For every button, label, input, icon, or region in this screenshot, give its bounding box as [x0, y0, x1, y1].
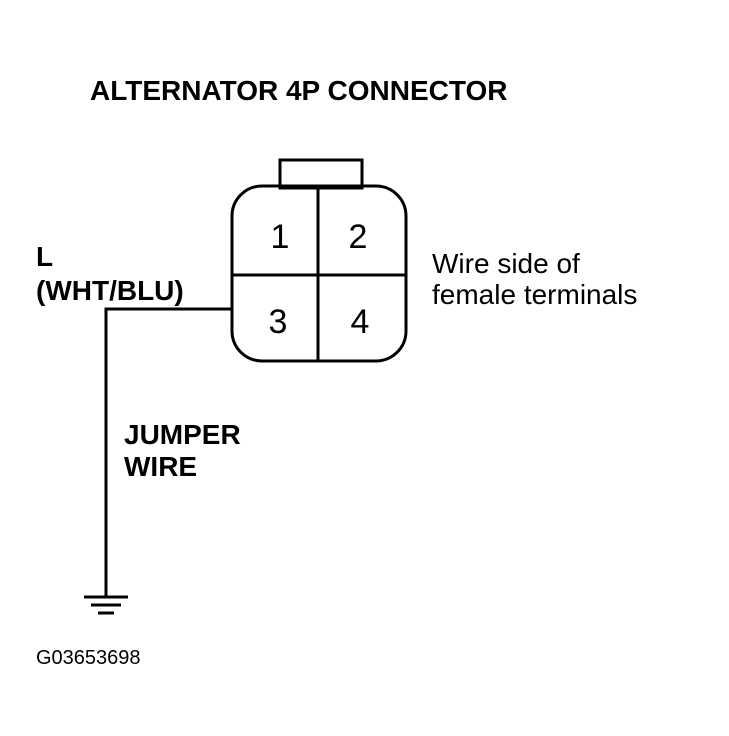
ground-icon	[84, 595, 128, 615]
wire-color-label: (WHT/BLU)	[36, 275, 184, 306]
wire-side-note-line2: female terminals	[432, 279, 637, 310]
pin-3-label: 3	[269, 303, 288, 341]
jumper-wire	[104, 307, 232, 596]
jumper-wire-label-line1: JUMPER	[124, 419, 241, 450]
diagram-title: ALTERNATOR 4P CONNECTOR	[90, 75, 507, 106]
wire-side-note-line1: Wire side of	[432, 248, 580, 279]
terminal-l-label: L	[36, 241, 53, 272]
connector-lock-tab	[278, 158, 364, 190]
figure-id: G03653698	[36, 647, 141, 669]
jumper-wire-label-line2: WIRE	[124, 451, 197, 482]
pin-1-label: 1	[271, 218, 290, 256]
pin-2-label: 2	[349, 218, 368, 256]
pin-4-label: 4	[351, 303, 370, 341]
